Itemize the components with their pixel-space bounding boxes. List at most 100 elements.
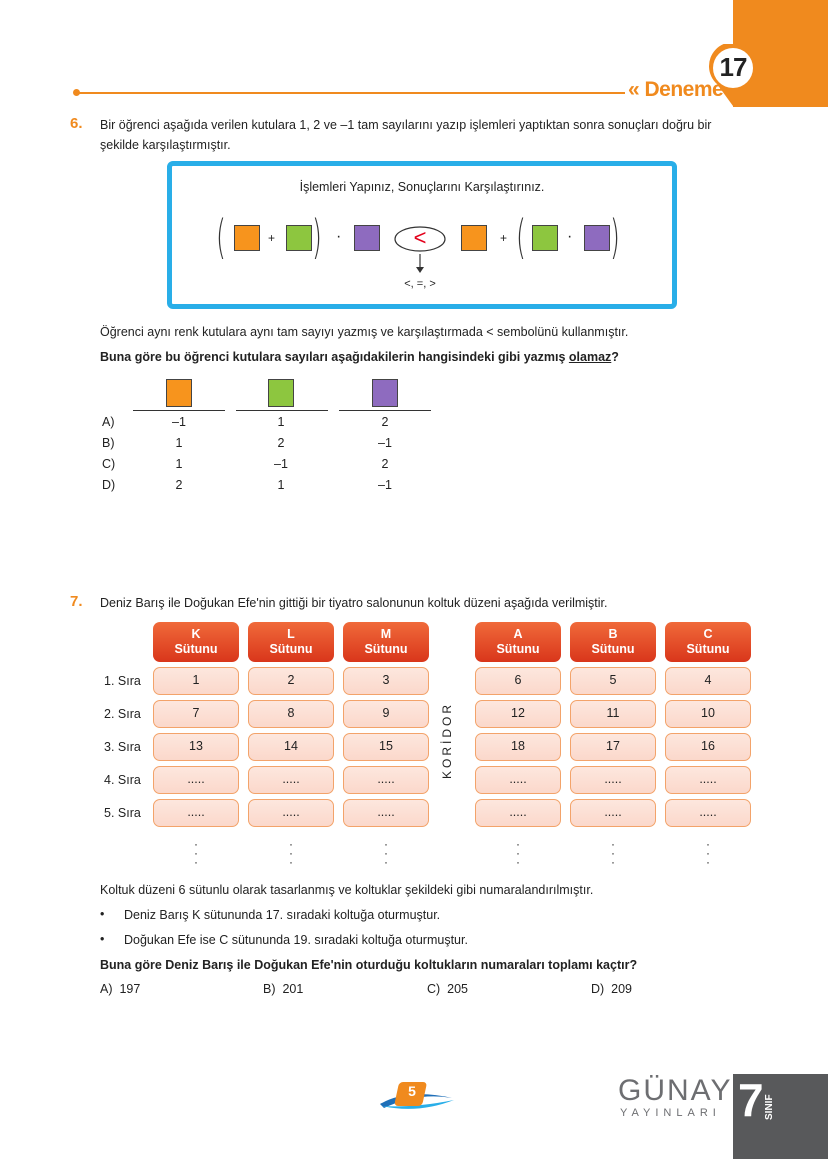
purple-box	[354, 225, 380, 251]
option-value: 2	[381, 457, 389, 471]
seat: 11	[570, 700, 656, 728]
question-7-intro: Deniz Barış ile Doğukan Efe'nin gittiği …	[100, 596, 608, 610]
question-7-number: 7.	[70, 593, 83, 610]
option-value: –1	[172, 415, 186, 429]
question-6-statement: Öğrenci aynı renk kutulara aynı tam sayı…	[100, 325, 629, 339]
question-6-text-line2: şekilde karşılaştırmıştır.	[100, 138, 231, 152]
row-label: 1. Sıra	[104, 674, 141, 688]
answer-c[interactable]: C) 205	[427, 979, 468, 999]
deneme-label: « Deneme	[628, 78, 724, 101]
bullet-item: Deniz Barış K sütununda 17. sıradaki kol…	[124, 908, 441, 922]
seat: .....	[343, 799, 429, 827]
option-letter: D)	[102, 478, 116, 492]
question-6-text-line1: Bir öğrenci aşağıda verilen kutulara 1, …	[100, 118, 712, 132]
column-header-letter: K	[191, 627, 201, 641]
question-7-prompt: Buna göre Deniz Barış ile Doğukan Efe'ni…	[100, 958, 638, 972]
corridor-label: KORİDOR	[440, 701, 454, 779]
purple-box	[584, 225, 610, 251]
seat: 14	[248, 733, 334, 761]
seat: .....	[665, 766, 751, 794]
grade-label: SINIF	[764, 1094, 775, 1120]
option-value: 2	[381, 415, 389, 429]
orange-box	[234, 225, 260, 251]
open-paren: (	[216, 210, 226, 264]
answer-letter: D)	[591, 982, 605, 996]
seat: 12	[475, 700, 561, 728]
seat: 7	[153, 700, 239, 728]
deneme-number: 17	[719, 52, 748, 82]
seat: .....	[248, 766, 334, 794]
column-header-label: Sütunu	[591, 642, 635, 656]
page-number: 5	[408, 1083, 416, 1099]
location-pin-icon	[709, 44, 757, 106]
seat: 18	[475, 733, 561, 761]
down-arrow-icon	[416, 254, 424, 273]
header-rule	[75, 92, 625, 94]
option-letter: B)	[102, 436, 115, 450]
seat: .....	[248, 799, 334, 827]
continuation-dots: · · ·	[384, 837, 388, 869]
layout-description: Koltuk düzeni 6 sütunlu olarak tasarlanm…	[100, 883, 594, 897]
answer-a[interactable]: A) 197	[100, 979, 140, 999]
page-number-swoosh-icon	[380, 1082, 454, 1109]
continuation-dots: · · ·	[706, 837, 710, 869]
seat: .....	[475, 799, 561, 827]
seat: 17	[570, 733, 656, 761]
seat: 4	[665, 667, 751, 695]
option-value: 1	[277, 478, 285, 492]
column-header-letter: C	[703, 627, 713, 641]
seat: .....	[570, 766, 656, 794]
question-6-prompt-main: Buna göre bu öğrenci kutulara sayıları a…	[100, 350, 569, 364]
column-header-letter: L	[287, 627, 295, 641]
seat: .....	[475, 766, 561, 794]
option-value: 1	[277, 415, 285, 429]
plus-sign: +	[500, 231, 508, 245]
seat: 10	[665, 700, 751, 728]
column-header-label: Sütunu	[496, 642, 540, 656]
compare-options: <, =, >	[404, 278, 436, 290]
seat: 1	[153, 667, 239, 695]
column-header-label: Sütunu	[364, 642, 408, 656]
answer-d[interactable]: D) 209	[591, 979, 632, 999]
option-value: –1	[378, 478, 392, 492]
answer-letter: B)	[263, 982, 276, 996]
purple-column-box	[372, 379, 398, 407]
column-header-letter: B	[608, 627, 618, 641]
option-value: –1	[378, 436, 392, 450]
operation-box-title: İşlemleri Yapınız, Sonuçlarını Karşılaşt…	[299, 180, 545, 194]
seat: 6	[475, 667, 561, 695]
close-paren: )	[610, 210, 620, 264]
question-6-prompt-end: ?	[611, 350, 619, 364]
answer-b[interactable]: B) 201	[263, 979, 303, 999]
seat: 3	[343, 667, 429, 695]
answer-letter: A)	[100, 982, 113, 996]
question-6-text: Bir öğrenci aşağıda verilen kutulara 1, …	[100, 115, 760, 155]
seat: .....	[153, 799, 239, 827]
question-6-number: 6.	[70, 115, 83, 132]
dot-sign: ·	[336, 228, 342, 245]
compare-oval-icon	[394, 226, 446, 252]
option-value: –1	[274, 457, 288, 471]
seat: 15	[343, 733, 429, 761]
close-paren: )	[312, 210, 322, 264]
bullet-marker: •	[100, 907, 105, 921]
question-6-prompt-underlined: olamaz	[568, 350, 612, 364]
column-header-label: Sütunu	[686, 642, 730, 656]
compare-symbol: <	[413, 225, 427, 250]
continuation-dots: · · ·	[194, 837, 198, 869]
continuation-dots: · · ·	[611, 837, 615, 869]
answer-value: 201	[282, 982, 304, 996]
seat: 13	[153, 733, 239, 761]
row-label: 4. Sıra	[104, 773, 141, 787]
option-letter: A)	[102, 415, 115, 429]
answer-letter: C)	[427, 982, 441, 996]
option-value: 2	[277, 436, 285, 450]
seat: .....	[570, 799, 656, 827]
seat: 9	[343, 700, 429, 728]
column-rule	[339, 410, 431, 411]
answer-value: 197	[119, 982, 141, 996]
